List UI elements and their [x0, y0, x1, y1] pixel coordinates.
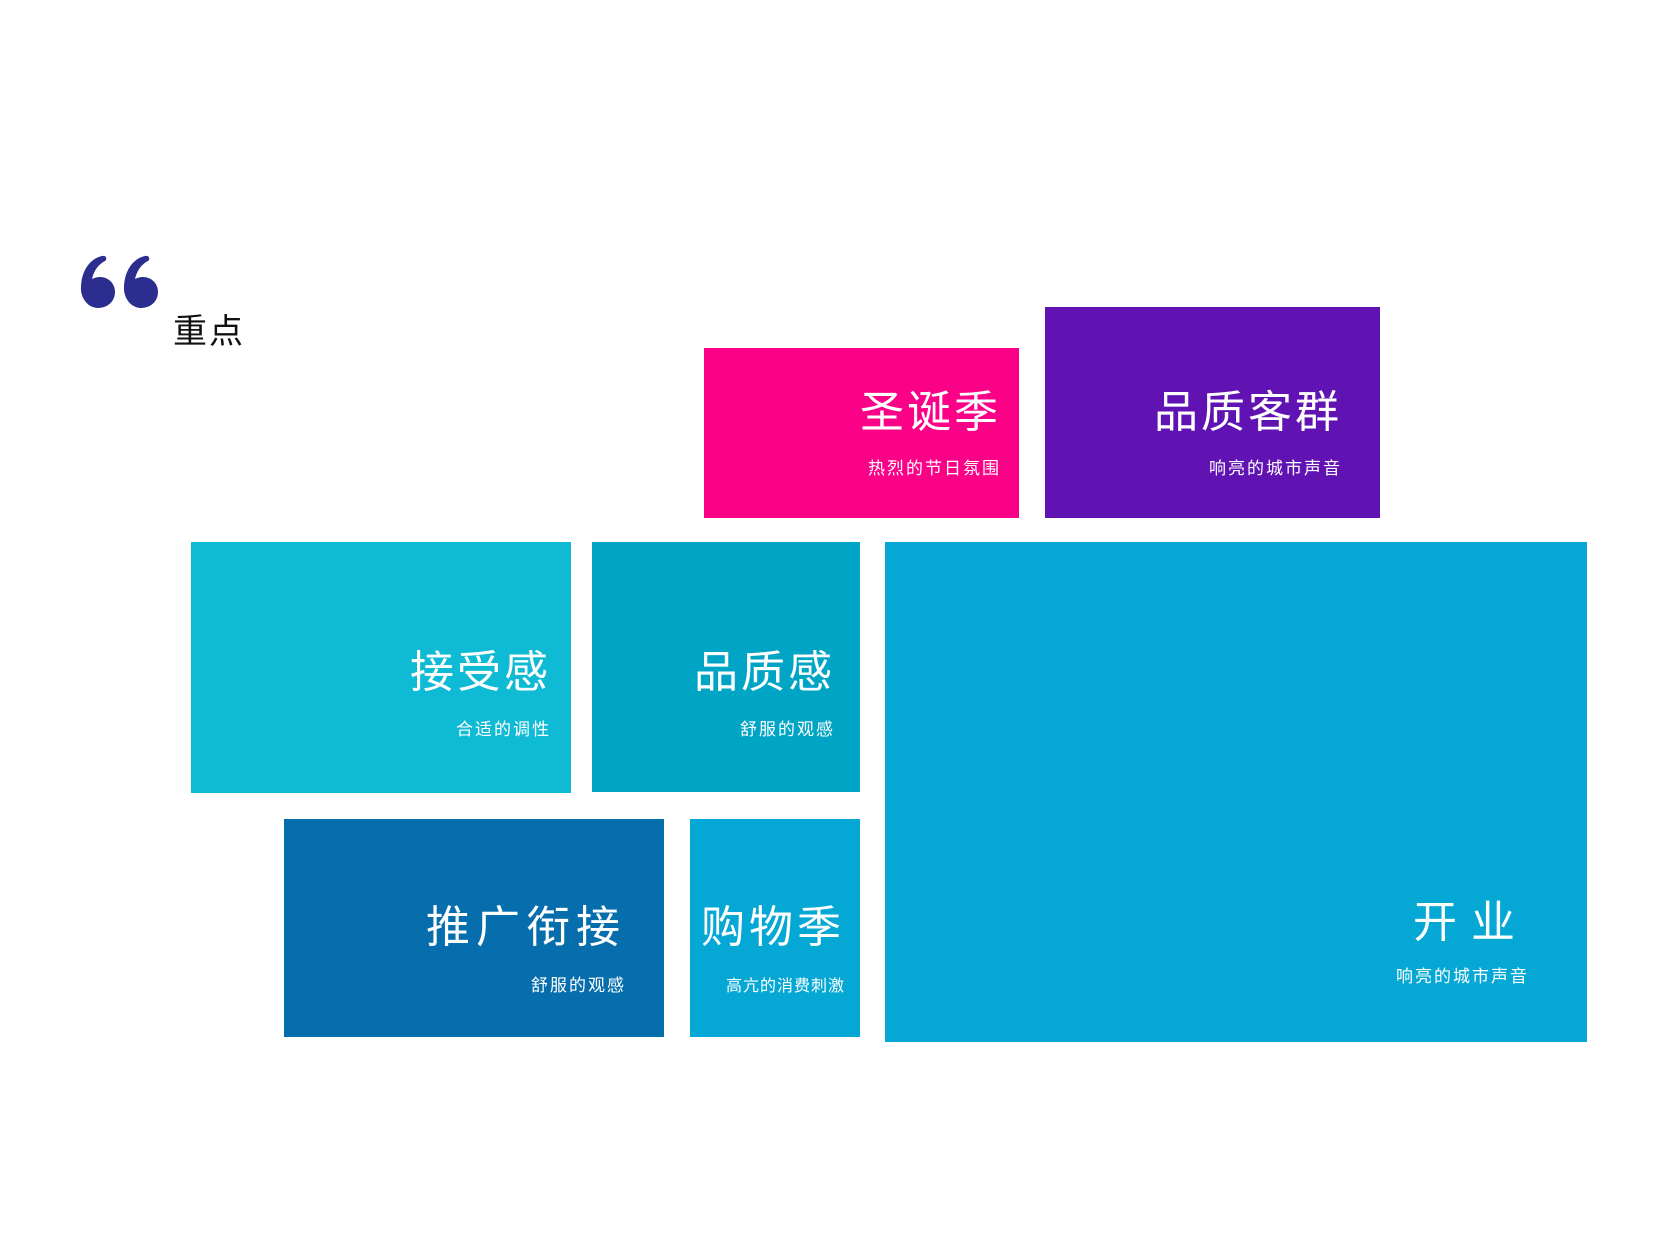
- tile-acceptance: 接受感 合适的调性: [191, 542, 571, 793]
- tile-title: 开业: [1413, 897, 1529, 948]
- tile-title: 圣诞季: [860, 387, 1001, 438]
- tile-subtitle: 响亮的城市声音: [1209, 459, 1342, 479]
- tile-title: 接受感: [410, 647, 551, 698]
- tile-subtitle: 合适的调性: [456, 720, 551, 740]
- tile-opening: 开业 响亮的城市声音: [885, 542, 1587, 1042]
- tile-subtitle: 舒服的观感: [531, 976, 626, 996]
- section-heading: 重点: [173, 312, 245, 352]
- tile-subtitle: 高亢的消费刺激: [725, 976, 845, 995]
- tile-subtitle: 热烈的节日氛围: [868, 459, 1001, 479]
- tile-subtitle: 舒服的观感: [740, 720, 835, 740]
- tile-subtitle: 响亮的城市声音: [1396, 967, 1529, 987]
- tile-promotion: 推广衔接 舒服的观感: [284, 819, 664, 1037]
- double-quote-open-icon: [80, 255, 158, 308]
- tile-title: 购物季: [701, 902, 845, 953]
- tile-quality: 品质感 舒服的观感: [592, 542, 860, 792]
- tile-quality-customers: 品质客群 响亮的城市声音: [1045, 307, 1380, 518]
- tile-shopping: 购物季 高亢的消费刺激: [690, 819, 860, 1037]
- tile-title: 品质感: [694, 647, 835, 698]
- tile-christmas: 圣诞季 热烈的节日氛围: [704, 348, 1019, 518]
- tile-title: 推广衔接: [426, 902, 626, 953]
- tile-title: 品质客群: [1154, 387, 1342, 438]
